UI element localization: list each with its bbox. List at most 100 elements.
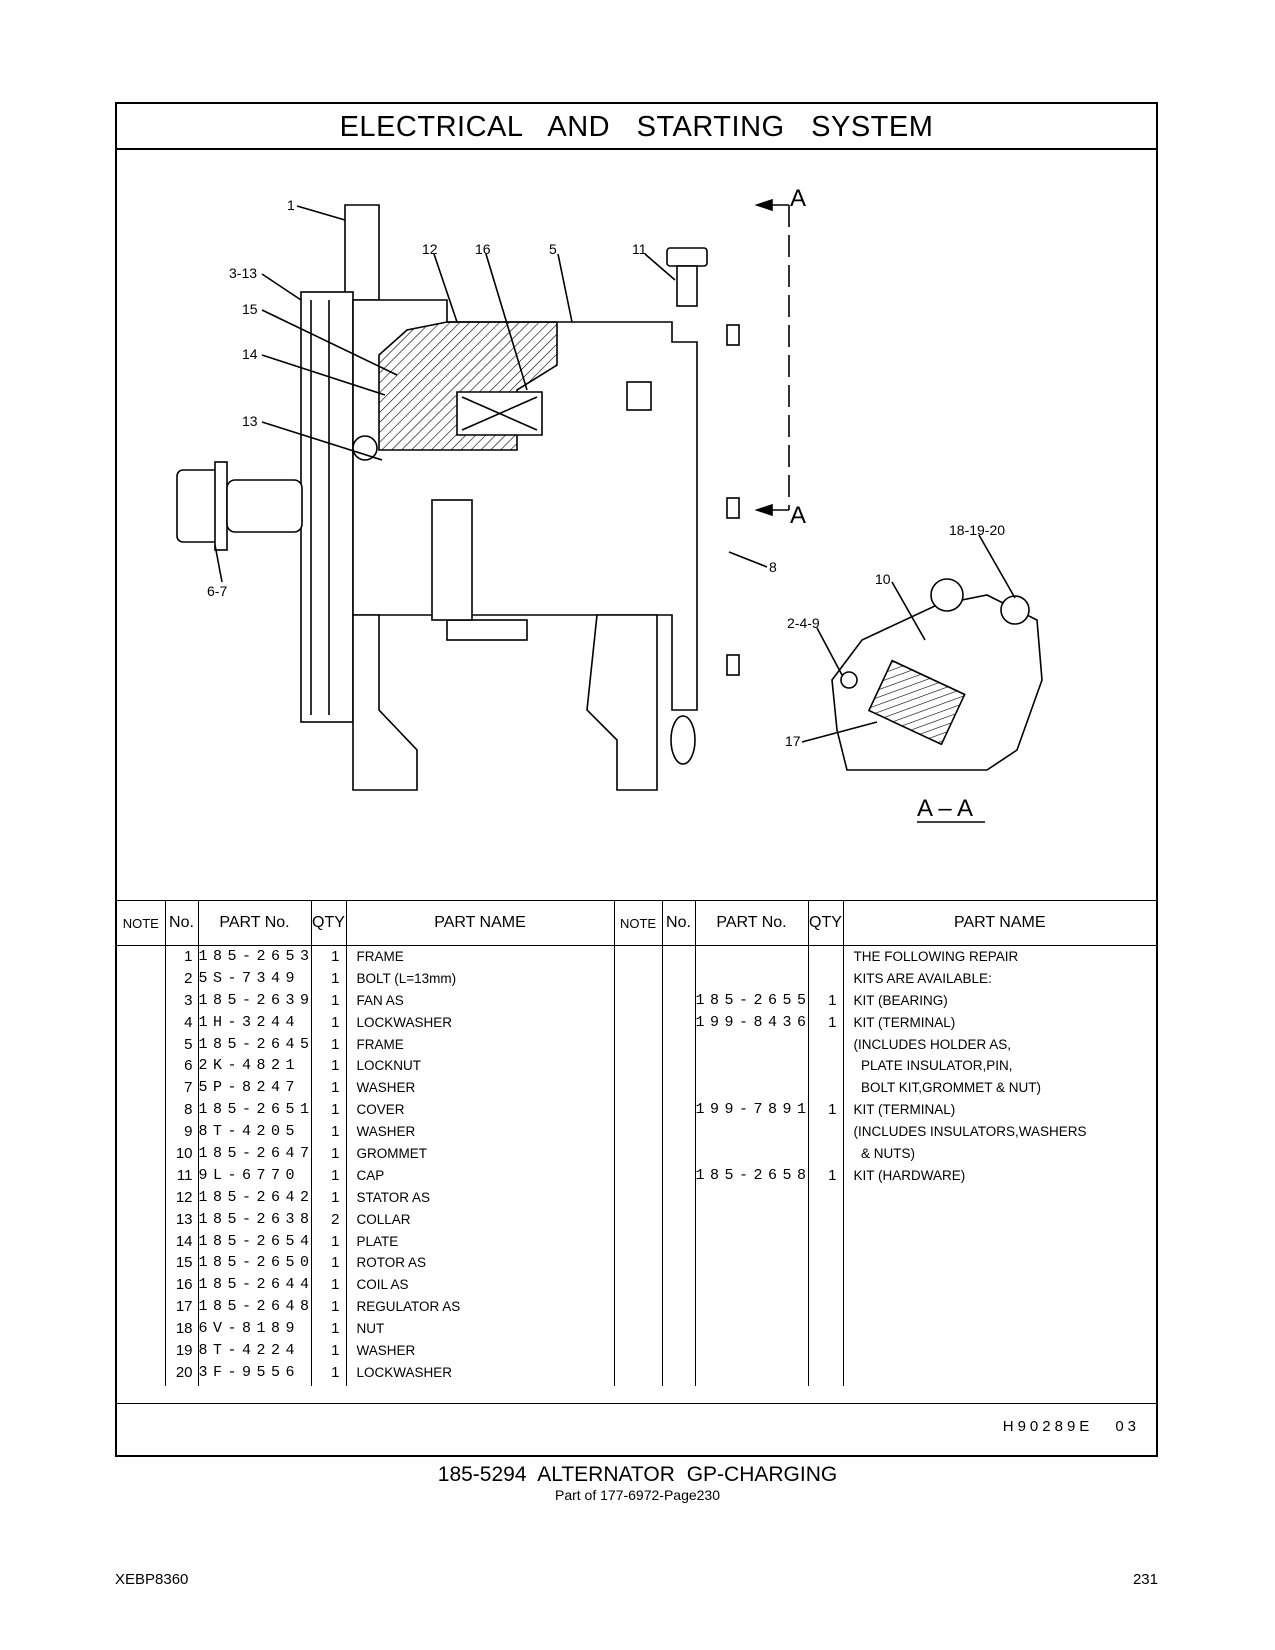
row-number <box>663 1143 695 1165</box>
row-number: 5 <box>184 1035 193 1053</box>
row-number: 3 <box>184 991 193 1009</box>
part-name: KIT (TERMINAL) <box>853 1102 956 1118</box>
callout-17: 17 <box>785 733 801 749</box>
quantity: 1 <box>331 1276 340 1294</box>
row-number: 6 <box>184 1057 193 1075</box>
header-part-no: PART No. <box>695 900 809 946</box>
part-number: 9L-6770 <box>198 1166 301 1184</box>
quantity: 1 <box>828 991 837 1009</box>
quantity: 1 <box>331 969 340 987</box>
left-note-column <box>117 945 166 1386</box>
header-qty: QTY <box>808 900 844 946</box>
caption-title: 185-5294 ALTERNATOR GP-CHARGING <box>437 1463 838 1486</box>
part-number: 185-2655 <box>695 991 808 1009</box>
row-number: 10 <box>175 1145 193 1163</box>
part-number: 185-2645 <box>198 1035 311 1053</box>
part-name: KIT (HARDWARE) <box>853 1167 966 1183</box>
page-title: ELECTRICAL AND STARTING SYSTEM <box>117 104 1156 150</box>
part-number: 185-2647 <box>198 1145 311 1163</box>
part-name: REGULATOR AS <box>356 1299 461 1315</box>
row-number <box>663 1034 695 1056</box>
quantity: 1 <box>828 1013 837 1031</box>
row-number: 20 <box>175 1363 193 1381</box>
part-name: LOCKWASHER <box>356 1014 453 1030</box>
row-number <box>663 946 695 968</box>
part-name: FRAME <box>356 1036 404 1052</box>
header-note: NOTE <box>117 900 166 946</box>
part-number <box>696 946 808 968</box>
quantity <box>809 1055 843 1077</box>
part-number <box>696 1143 808 1165</box>
part-number: 185-2644 <box>198 1276 311 1294</box>
part-number: 5P-8247 <box>198 1079 301 1097</box>
row-number: 7 <box>184 1079 193 1097</box>
row-number: 4 <box>184 1013 193 1031</box>
part-name: NUT <box>356 1321 385 1337</box>
part-name: COLLAR <box>356 1211 411 1227</box>
part-name: ROTOR AS <box>356 1255 427 1271</box>
part-number <box>696 968 808 990</box>
part-name: FRAME <box>356 949 404 964</box>
part-name: WASHER <box>356 1080 416 1096</box>
quantity: 1 <box>331 1101 340 1119</box>
parts-table: NOTE No. PART No. QTY PART NAME NOTE No.… <box>117 900 1156 1386</box>
callout-16: 16 <box>475 241 491 257</box>
part-name: COIL AS <box>356 1277 409 1293</box>
row-number: 15 <box>175 1254 193 1272</box>
section-marker-top: A <box>790 185 806 212</box>
part-number: 3F-9556 <box>198 1363 301 1381</box>
row-number: 16 <box>175 1276 193 1294</box>
right-note-column <box>614 945 663 1386</box>
part-number: 1H-3244 <box>198 1013 301 1031</box>
part-number: 185-2654 <box>198 1232 311 1250</box>
part-number <box>696 1055 808 1077</box>
part-number: 199-8436 <box>695 1013 808 1031</box>
part-name: LOCKNUT <box>356 1058 422 1074</box>
part-name: LOCKWASHER <box>356 1364 453 1380</box>
part-name: PLATE <box>356 1233 399 1249</box>
part-name: & NUTS) <box>853 1146 916 1162</box>
quantity: 1 <box>828 1166 837 1184</box>
row-number: 2 <box>184 969 193 987</box>
part-name: KIT (TERMINAL) <box>853 1014 956 1030</box>
header-part-no: PART No. <box>198 900 312 946</box>
row-number: 1 <box>184 948 193 965</box>
row-number <box>663 1077 695 1099</box>
part-name: WASHER <box>356 1124 416 1140</box>
part-number <box>696 1121 808 1143</box>
row-number: 18 <box>175 1320 193 1338</box>
part-number: 8T-4224 <box>198 1342 301 1360</box>
part-name: FAN AS <box>356 992 404 1008</box>
callout-18-19-20: 18-19-20 <box>949 522 1005 538</box>
row-number <box>663 1099 695 1121</box>
callout-5: 5 <box>549 241 557 257</box>
part-number: 2K-4821 <box>198 1057 301 1075</box>
callout-12: 12 <box>422 241 438 257</box>
part-name: THE FOLLOWING REPAIR <box>853 949 1019 964</box>
row-number: 17 <box>175 1298 193 1316</box>
row-number: 9 <box>184 1123 193 1141</box>
part-number: 185-2650 <box>198 1254 311 1272</box>
quantity: 1 <box>331 1123 340 1141</box>
right-no-column <box>662 945 696 1386</box>
quantity: 1 <box>331 1079 340 1097</box>
right-qty-column: 1 1 1 1 <box>808 945 844 1386</box>
part-name: BOLT KIT,GROMMET & NUT) <box>853 1080 1042 1096</box>
part-number: 185-2648 <box>198 1298 311 1316</box>
part-name: STATOR AS <box>356 1189 431 1205</box>
callout-14: 14 <box>242 346 258 362</box>
quantity: 1 <box>828 1101 837 1119</box>
part-name: (INCLUDES INSULATORS,WASHERS <box>853 1124 1087 1140</box>
part-name: WASHER <box>356 1343 416 1359</box>
quantity: 1 <box>331 1320 340 1338</box>
part-number <box>696 1077 808 1099</box>
row-number: 8 <box>184 1101 193 1119</box>
part-number: 185-2639 <box>198 991 311 1009</box>
row-number: 19 <box>175 1342 193 1360</box>
callout-1: 1 <box>287 197 295 213</box>
row-number <box>663 1012 695 1034</box>
